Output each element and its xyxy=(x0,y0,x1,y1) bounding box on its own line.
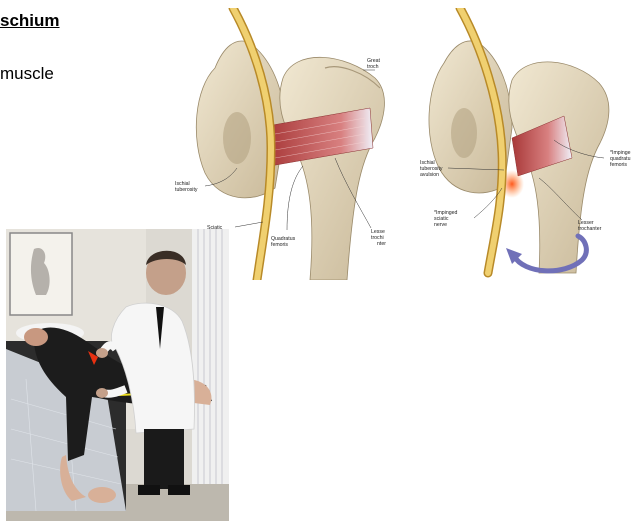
patient-foot xyxy=(88,487,116,503)
label-quadratus-femoris: Quadratus femoris xyxy=(271,236,297,248)
label-impinged-quadratus: *Impinge quadratu femoris xyxy=(610,150,632,168)
clinical-examination-photo xyxy=(6,229,229,521)
slide-heading: schium xyxy=(0,11,60,31)
label-lesser-trochanter: Lesser trochanter xyxy=(578,220,602,232)
ischium-hole xyxy=(223,112,251,164)
slide-subtext: muscle xyxy=(0,64,54,84)
femur-bone xyxy=(280,57,385,280)
label-lesser-trochanter: Lesse trochi nter xyxy=(371,229,386,247)
label-impinged-sciatic-nerve: *Impinged sciatic nerve xyxy=(434,210,459,228)
label-ischial-tuberosity: Ischial tuberosity xyxy=(175,181,198,193)
hip-anatomy-impingement-figure: Ischial tuberosity avulsion *Impinge qua… xyxy=(414,8,642,280)
label-greater-trochanter: Great troch xyxy=(367,58,381,70)
